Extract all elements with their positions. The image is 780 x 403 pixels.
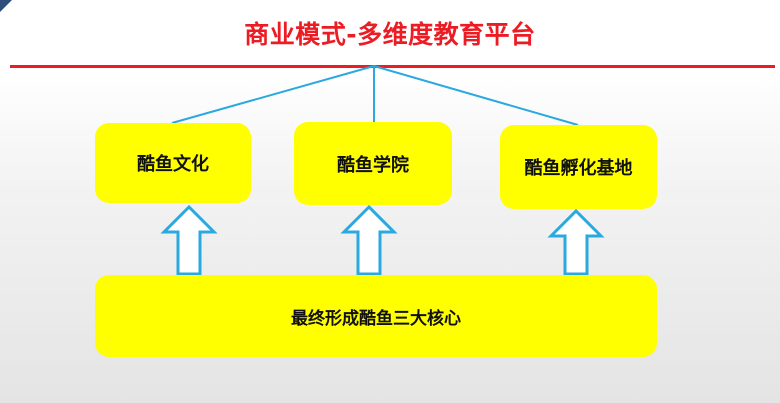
up-arrow-left [160, 204, 218, 276]
pillar-box-academy: 酷鱼学院 [294, 122, 452, 205]
core-box: 最终形成酷鱼三大核心 [95, 275, 657, 357]
pillar-box-culture: 酷鱼文化 [95, 123, 251, 203]
pillar-label-incubator: 酷鱼孵化基地 [524, 158, 633, 179]
up-arrow-right [547, 208, 605, 276]
connector-line-right [373, 65, 579, 126]
title-underline-rule [10, 65, 775, 68]
connector-line-left [171, 65, 375, 124]
pillar-label-culture: 酷鱼文化 [137, 154, 209, 175]
up-arrow-center [340, 204, 398, 276]
pillar-box-incubator: 酷鱼孵化基地 [500, 125, 657, 209]
corner-logo-mark [0, 0, 12, 12]
core-label: 最终形成酷鱼三大核心 [291, 308, 461, 329]
slide-title: 商业模式-多维度教育平台 [244, 20, 536, 49]
pillar-label-academy: 酷鱼学院 [337, 154, 409, 176]
